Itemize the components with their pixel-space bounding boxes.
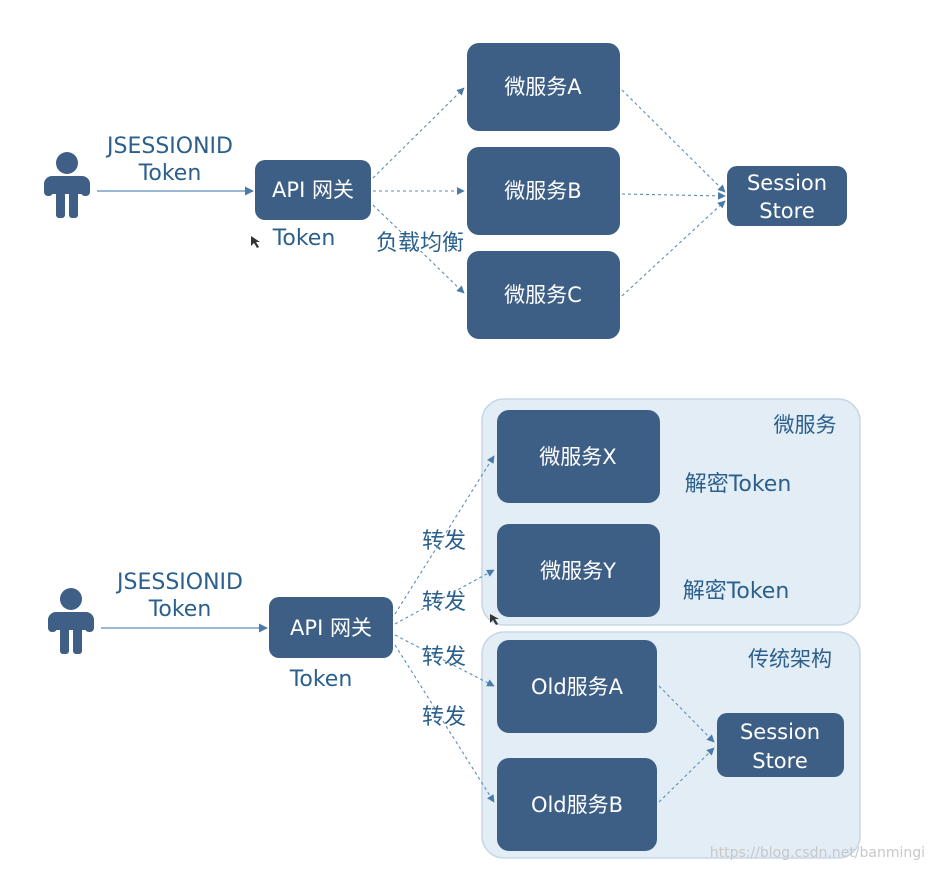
gateway-to-services-arrows [372,87,465,294]
token-label: Token [289,667,353,692]
services-to-store-arrows [621,89,726,297]
forward-label-3: 转发 [422,645,466,670]
person-icon [44,152,90,218]
top-diagram: JSESSIONID Token API 网关 Token 负载均衡 微服务A … [44,43,847,339]
cursor-icon [251,236,260,248]
person-icon [48,588,94,654]
service-b-box [467,147,620,235]
service-y-label: 微服务Y [540,559,616,583]
token-label: Token [272,226,336,251]
decrypt-token-y: 解密Token [683,579,790,604]
old-services-to-store-arrows [658,685,715,803]
session-store-label-line2: Store [752,749,808,773]
service-a-label: 微服务A [504,75,582,99]
service-c-box [467,251,620,339]
service-x-box [497,410,660,503]
watermark: https://blog.csdn.net/banmingi [710,845,925,861]
session-store-label-line2: Store [759,199,815,223]
session-store-label-line1: Session [740,720,820,744]
load-balance-label: 负载均衡 [376,231,464,256]
old-service-b-label: Old服务B [531,793,623,817]
decrypt-token-x: 解密Token [685,472,792,497]
service-c-label: 微服务C [504,283,582,307]
client-label-jsessionid: JSESSIONID [105,134,233,159]
forward-label-2: 转发 [422,590,466,615]
legacy-group-title: 传统架构 [748,647,832,671]
api-gateway-box [255,160,371,220]
cursor-icon [490,614,499,625]
api-gateway-box [269,597,393,658]
service-a-box [467,43,620,131]
session-store-label-line1: Session [747,171,827,195]
microservice-group-title: 微服务 [774,413,837,437]
forward-label-1: 转发 [422,529,466,554]
old-service-a-label: Old服务A [531,675,624,699]
old-service-a-box [497,640,657,733]
client-label-token: Token [148,597,212,622]
gateway-to-services-arrows [394,455,495,803]
api-gateway-label: API 网关 [272,178,354,202]
service-b-label: 微服务B [504,179,581,203]
client-label-jsessionid: JSESSIONID [115,570,243,595]
forward-label-4: 转发 [422,705,466,730]
bottom-diagram: 微服务 传统架构 JSESSIONID Token API 网关 Token 转… [48,398,861,859]
service-y-box [497,524,660,617]
session-store-box [717,713,844,777]
session-store-box [727,166,847,226]
service-x-label: 微服务X [539,445,616,469]
client-label-token: Token [138,161,202,186]
old-service-b-box [497,758,657,851]
api-gateway-label: API 网关 [290,616,372,640]
